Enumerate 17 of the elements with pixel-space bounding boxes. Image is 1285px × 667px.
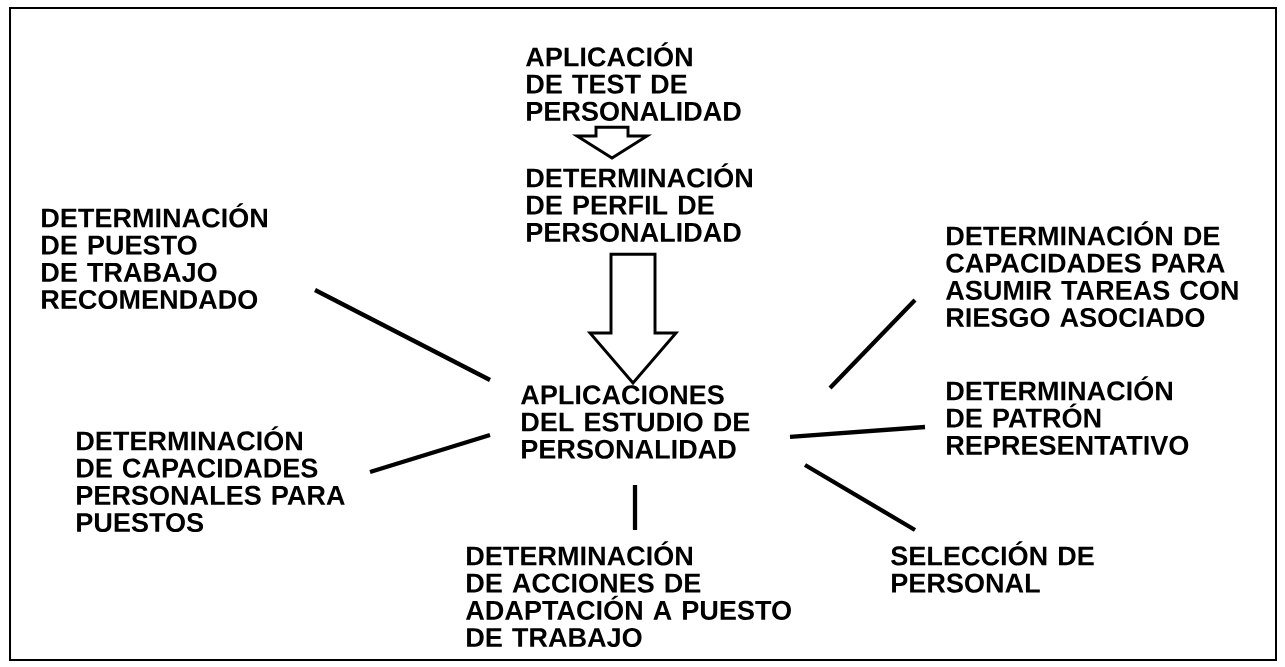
node-text: DETERMINACIÓN DE CAPACIDADES PARA ASUMIR TAREAS CON RIESGO ASOCIADO: [945, 221, 1238, 328]
line: [828, 298, 917, 390]
line: [314, 288, 491, 382]
node-text: APLICACIONES DEL ESTUDIO DE PERSONALIDAD: [520, 385, 750, 459]
line: [369, 432, 491, 475]
node-text: DETERMINACIÓN DE PERFIL DE PERSONALIDAD: [527, 163, 752, 242]
line: [803, 463, 917, 532]
line: [789, 424, 926, 440]
node-text: DETERMINACIÓN DE CAPACIDADES PERSONALES PARA PUESTOS: [77, 426, 345, 533]
node-text: APLICACIÓN DE TEST DE PERSONALIDAD: [525, 42, 741, 121]
node-text: DETERMINACIÓN DE PUESTO DE TRABAJO RECOMENDADO: [42, 203, 267, 310]
block-arrow: [586, 252, 680, 386]
node-text: SELECCIÓN DE PERSONAL: [891, 541, 1094, 593]
block-arrow: [571, 125, 653, 160]
node-text: DETERMINACIÓN DE ACCIONES DE ADAPTACIÓN A PUESTO DE TRABAJO: [465, 541, 791, 648]
node-text: DETERMINACIÓN DE PATRÓN REPRESENTATIVO: [947, 376, 1189, 455]
line: [632, 485, 638, 530]
